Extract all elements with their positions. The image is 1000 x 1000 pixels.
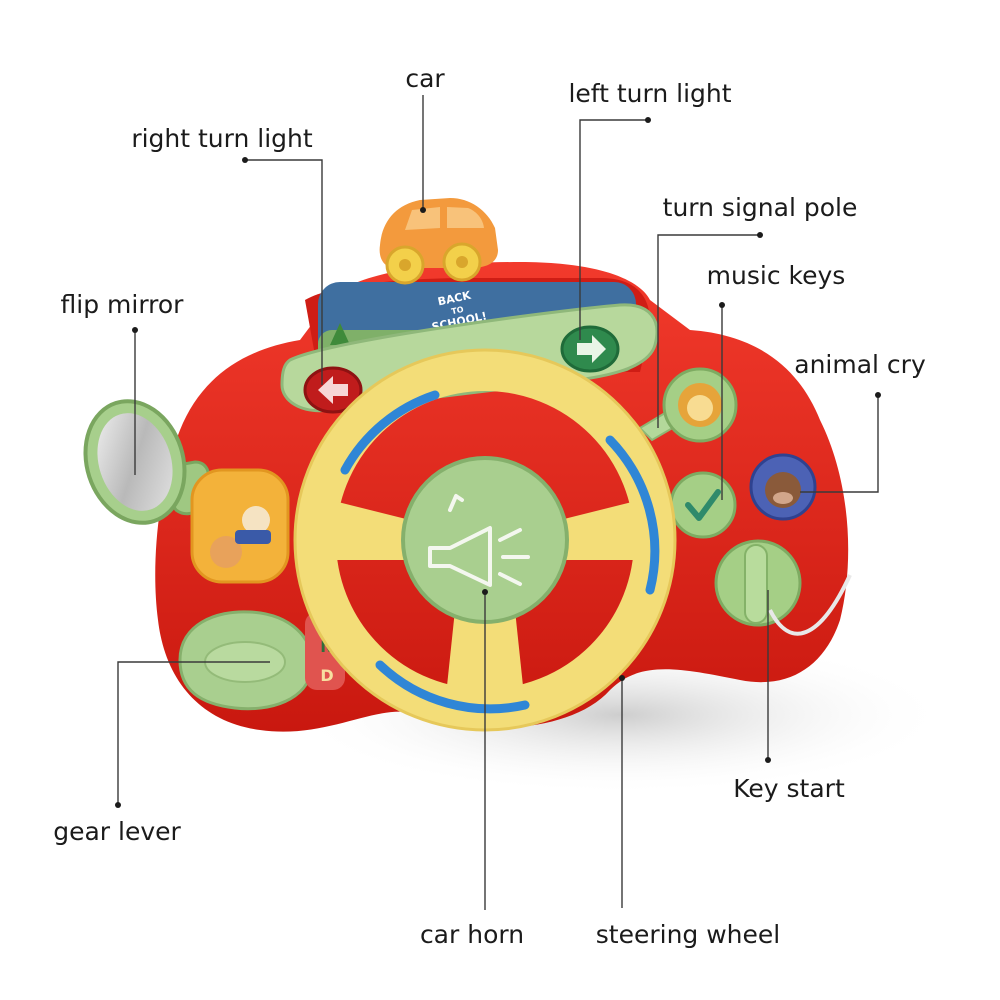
toy-car[interactable] bbox=[379, 198, 498, 285]
label-flip-mirror: flip mirror bbox=[61, 290, 185, 319]
dog-face-icon bbox=[242, 506, 270, 534]
wheel-stripe bbox=[340, 390, 440, 475]
wheel-spoke bbox=[560, 500, 640, 560]
right-turn-light-button[interactable] bbox=[303, 366, 363, 414]
lion-music-button[interactable] bbox=[662, 367, 738, 443]
label-key-start: Key start bbox=[733, 774, 845, 803]
label-gear-lever: gear lever bbox=[53, 817, 181, 846]
label-car: car bbox=[405, 64, 445, 93]
arrow-right-icon bbox=[577, 335, 606, 363]
label-turn-signal-pole: turn signal pole bbox=[663, 193, 858, 222]
wheel-spoke bbox=[330, 500, 410, 560]
label-animal-cry: animal cry bbox=[794, 350, 926, 379]
check-icon bbox=[685, 489, 721, 521]
leader-lines bbox=[115, 95, 881, 910]
label-left-turn-light: left turn light bbox=[568, 79, 731, 108]
wheel-stripe bbox=[605, 435, 660, 595]
label-steering-wheel: steering wheel bbox=[596, 920, 780, 949]
cat-face-icon bbox=[210, 536, 242, 568]
label-music-keys: music keys bbox=[707, 261, 846, 290]
key-string bbox=[768, 574, 852, 636]
car-horn-button[interactable] bbox=[401, 456, 569, 624]
picture-button[interactable] bbox=[190, 468, 290, 584]
megaphone-icon bbox=[428, 494, 530, 587]
left-turn-light-button[interactable] bbox=[560, 325, 620, 373]
flip-mirror[interactable] bbox=[70, 388, 210, 536]
arrow-left-icon bbox=[318, 376, 348, 404]
key-icon bbox=[744, 544, 768, 624]
animal-cry-button[interactable] bbox=[749, 453, 817, 521]
car-window bbox=[405, 207, 440, 230]
label-right-turn-light: right turn light bbox=[131, 124, 313, 153]
car-window bbox=[447, 207, 484, 228]
key-start-button[interactable] bbox=[714, 539, 852, 636]
screen-sign-line2: TO bbox=[451, 305, 465, 316]
music-key-button[interactable] bbox=[669, 471, 737, 539]
label-car-horn: car horn bbox=[420, 920, 524, 949]
gear-letter-d: D bbox=[320, 666, 333, 685]
wheel-stripe bbox=[375, 660, 530, 714]
